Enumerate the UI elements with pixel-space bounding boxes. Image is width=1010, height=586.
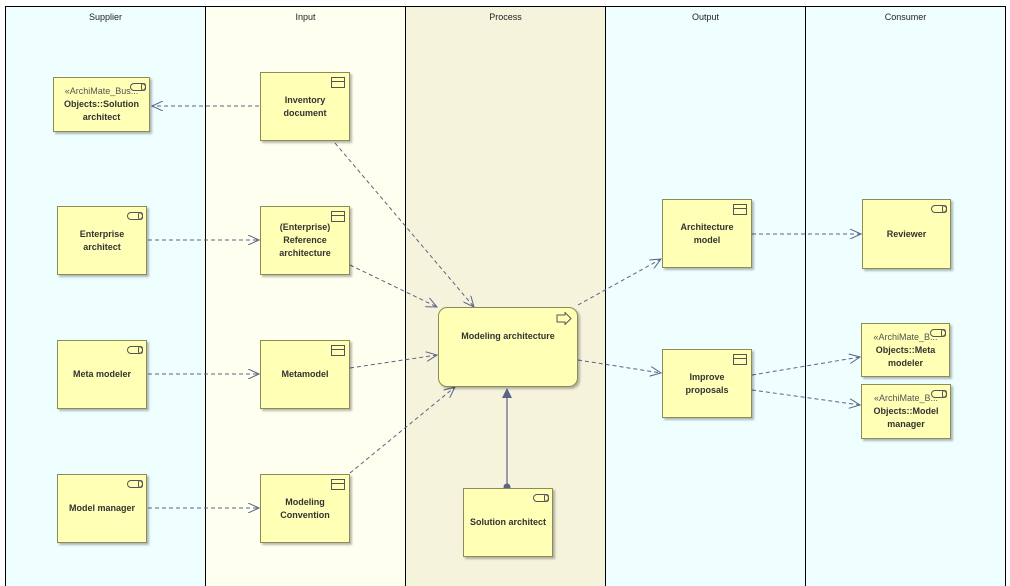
node-label: Architecture model: [680, 221, 734, 245]
lane-title-consumer: Consumer: [884, 12, 927, 22]
flow-improve-to-meta-modeler[interactable]: [751, 357, 860, 376]
role-icon: [533, 494, 549, 502]
business-object-icon: [331, 211, 345, 222]
meta-modeler-object-node[interactable]: «ArchiMate_B... Objects::Meta modeler: [861, 323, 950, 377]
node-label: Meta modeler: [72, 369, 132, 379]
node-label: Model manager: [68, 503, 135, 513]
meta-modeler-node[interactable]: Meta modeler: [57, 340, 147, 409]
enterprise-architect-node[interactable]: Enterprise architect: [57, 206, 147, 275]
solution-architect-object-node[interactable]: «ArchiMate_Bus... Objects::Solution arch…: [53, 77, 150, 132]
role-icon: [127, 346, 143, 354]
role-icon: [127, 480, 143, 488]
role-icon: [127, 212, 143, 220]
business-object-icon: [733, 204, 747, 215]
flow-convention-to-process[interactable]: [349, 387, 455, 474]
node-label: Enterprise architect: [79, 228, 125, 252]
flow-inventory-to-process[interactable]: [334, 142, 474, 307]
lane-title-process: Process: [489, 12, 522, 22]
node-label: (Enterprise) Reference architecture: [279, 222, 331, 258]
node-label: Solution architect: [469, 517, 546, 527]
inventory-document-node[interactable]: Inventory document: [260, 72, 350, 141]
improve-proposals-node[interactable]: Improve proposals: [662, 349, 752, 418]
lane-border-top: [5, 6, 1006, 7]
node-label: Improve proposals: [685, 371, 729, 395]
flow-metamodel-to-process[interactable]: [349, 355, 437, 369]
role-icon: [130, 83, 146, 91]
node-label: Objects::Model manager: [873, 406, 939, 429]
role-icon: [930, 329, 946, 337]
node-label: Modeling Convention: [280, 496, 330, 520]
reviewer-node[interactable]: Reviewer: [862, 199, 951, 269]
solution-architect-node[interactable]: Solution architect: [463, 488, 553, 557]
metamodel-node[interactable]: Metamodel: [260, 340, 350, 409]
modeling-convention-node[interactable]: Modeling Convention: [260, 474, 350, 543]
reference-architecture-node[interactable]: (Enterprise) Reference architecture: [260, 206, 350, 275]
node-label: Metamodel: [281, 369, 329, 379]
role-icon: [931, 205, 947, 213]
role-icon: [931, 390, 947, 398]
flow-process-to-architecture-model[interactable]: [577, 259, 661, 306]
lane-border-right: [1005, 6, 1006, 586]
modeling-architecture-process-node[interactable]: Modeling architecture: [438, 307, 578, 387]
flow-improve-to-model-manager[interactable]: [751, 389, 860, 405]
node-stereotype: «ArchiMate_Bus...: [64, 86, 139, 96]
node-stereotype: «ArchiMate_B...: [873, 393, 939, 403]
node-label: Objects::Solution architect: [64, 99, 139, 122]
lane-output: Output: [605, 6, 805, 586]
model-manager-node[interactable]: Model manager: [57, 474, 147, 543]
node-label: Objects::Meta modeler: [875, 344, 936, 368]
node-stereotype: «ArchiMate_B...: [873, 331, 938, 342]
lane-title-supplier: Supplier: [88, 12, 123, 22]
lane-consumer: Consumer: [805, 6, 1005, 586]
lane-title-input: Input: [295, 12, 316, 22]
node-label: Reviewer: [886, 228, 927, 239]
node-label: Inventory document: [283, 94, 327, 118]
lane-title-output: Output: [691, 12, 720, 22]
model-manager-object-node[interactable]: «ArchiMate_B... Objects::Model manager: [861, 384, 951, 439]
business-object-icon: [331, 479, 345, 490]
architecture-model-node[interactable]: Architecture model: [662, 199, 752, 268]
node-label: Modeling architecture: [461, 331, 555, 341]
process-arrow-icon: [556, 312, 572, 325]
business-object-icon: [331, 77, 345, 88]
flow-process-to-improve-proposals[interactable]: [577, 359, 661, 373]
business-object-icon: [733, 354, 747, 365]
flow-reference-to-process[interactable]: [349, 264, 437, 307]
business-object-icon: [331, 345, 345, 356]
